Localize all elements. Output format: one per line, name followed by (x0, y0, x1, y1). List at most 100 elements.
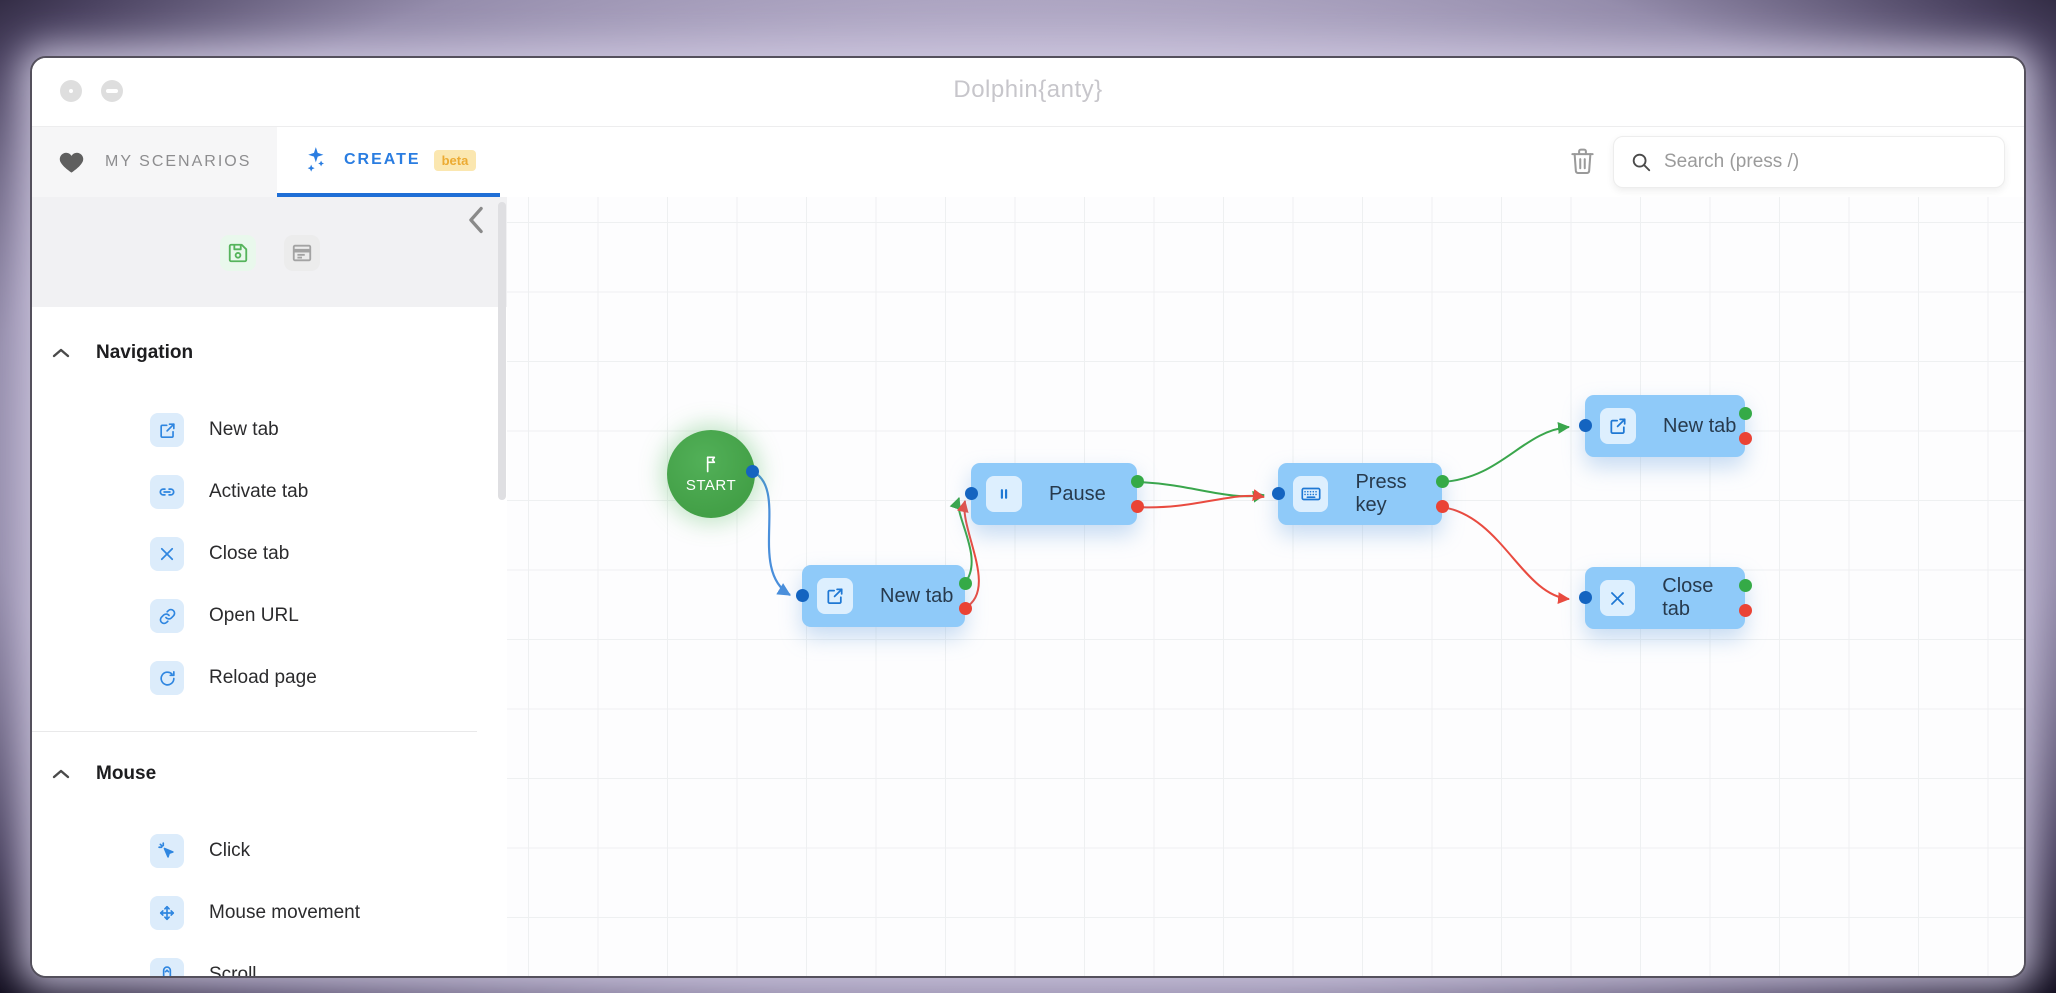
section-mouse-header[interactable]: Mouse (32, 752, 507, 796)
open-in-new-icon (1600, 408, 1636, 444)
port-start-output[interactable] (746, 465, 759, 478)
node-new-tab-2[interactable]: New tab (1579, 395, 1752, 457)
sidebar-item-label: Scroll (209, 964, 257, 976)
node-close-tab[interactable]: Close tab (1579, 567, 1752, 629)
tab-my-scenarios[interactable]: MY SCENARIOS (32, 127, 277, 197)
sidebar-item-activate-tab[interactable]: Activate tab (32, 461, 507, 523)
flow-edges (751, 421, 1570, 609)
section-navigation-header[interactable]: Navigation (32, 331, 507, 375)
port-output-success[interactable] (1436, 475, 1449, 488)
flag-icon (701, 454, 721, 474)
open-in-new-icon (817, 578, 853, 614)
edge-presskey-green-to-newtab2 (1441, 421, 1570, 483)
open-in-new-icon (150, 413, 184, 447)
sidebar-item-label: Mouse movement (209, 902, 361, 923)
sparkles-icon (303, 146, 331, 174)
panel-icon (291, 242, 313, 264)
close-icon (1600, 580, 1636, 616)
sidebar-item-mouse-movement[interactable]: Mouse movement (32, 882, 507, 944)
port-output-success[interactable] (1131, 475, 1144, 488)
node-press-key[interactable]: Press key (1272, 463, 1449, 525)
search-input[interactable] (1664, 151, 1988, 173)
section-divider (32, 731, 477, 732)
port-input[interactable] (1272, 487, 1285, 500)
node-label: Close tab (1662, 575, 1714, 620)
chevron-up-icon (52, 768, 70, 780)
main-area: Navigation New tab Activate tab (32, 197, 2024, 976)
cursor-click-icon (150, 834, 184, 868)
sidebar-item-label: Close tab (209, 543, 290, 564)
sidebar-item-new-tab[interactable]: New tab (32, 399, 507, 461)
panel-view-button[interactable] (283, 235, 320, 271)
tab-my-scenarios-label: MY SCENARIOS (105, 153, 252, 170)
sidebar-item-label: Click (209, 840, 251, 861)
mouse-scroll-icon (150, 958, 184, 976)
edge-presskey-red-to-closetab (1441, 506, 1570, 605)
app-title: Dolphin{anty} (953, 76, 1103, 103)
toolbar-right (1569, 127, 2024, 197)
port-input[interactable] (965, 487, 978, 500)
section-title: Navigation (96, 342, 194, 363)
sidebar-item-open-url[interactable]: Open URL (32, 585, 507, 647)
window-dot-button[interactable] (60, 80, 82, 102)
search-box (1613, 136, 2005, 188)
reload-icon (150, 661, 184, 695)
toolbar: MY SCENARIOS CREATE beta (32, 126, 2024, 197)
port-output-success[interactable] (959, 577, 972, 590)
heart-icon (58, 149, 85, 176)
keyboard-icon (1293, 476, 1329, 512)
port-output-success[interactable] (1739, 579, 1752, 592)
node-label: New tab (1663, 414, 1737, 437)
pause-icon (986, 476, 1022, 512)
node-pause[interactable]: Pause (965, 463, 1144, 525)
port-output-error[interactable] (1739, 604, 1752, 617)
port-input[interactable] (796, 589, 809, 602)
link-icon (150, 599, 184, 633)
sidebar-item-label: Reload page (209, 667, 317, 688)
section-mouse: Mouse Click Mouse movement (32, 752, 507, 976)
port-output-success[interactable] (1739, 407, 1752, 420)
sidebar-item-label: Open URL (209, 605, 299, 626)
action-sidebar: Navigation New tab Activate tab (32, 197, 507, 976)
section-navigation: Navigation New tab Activate tab (32, 307, 507, 732)
save-scenario-button[interactable] (219, 235, 256, 271)
window-minimize-button[interactable] (101, 80, 123, 102)
search-icon (1630, 151, 1652, 173)
sidebar-item-reload-page[interactable]: Reload page (32, 647, 507, 709)
sidebar-item-label: New tab (209, 419, 279, 440)
sidebar-scrollbar[interactable] (498, 202, 506, 500)
dot-glyph (69, 89, 73, 93)
port-input[interactable] (1579, 419, 1592, 432)
flow-canvas[interactable]: START New tab Pause (507, 197, 2024, 976)
sidebar-item-click[interactable]: Click (32, 820, 507, 882)
trash-icon[interactable] (1569, 147, 1596, 177)
move-arrows-icon (150, 896, 184, 930)
edge-start-to-newtab (751, 470, 791, 596)
port-output-error[interactable] (959, 602, 972, 615)
sidebar-item-scroll[interactable]: Scroll (32, 944, 507, 976)
port-output-error[interactable] (1436, 500, 1449, 513)
port-input[interactable] (1579, 591, 1592, 604)
node-label: Press key (1355, 471, 1407, 516)
tab-create[interactable]: CREATE beta (277, 127, 500, 197)
edge-pause-red-to-presskey (1136, 489, 1265, 509)
sidebar-header-panel (32, 197, 507, 307)
quick-actions (32, 235, 507, 271)
port-output-error[interactable] (1739, 432, 1752, 445)
collapse-sidebar-button[interactable] (459, 203, 493, 237)
app-window: Dolphin{anty} MY SCENARIOS CREATE beta (30, 56, 2026, 978)
save-icon (227, 242, 249, 264)
sidebar-item-label: Activate tab (209, 481, 309, 502)
link-horizontal-icon (150, 475, 184, 509)
port-output-error[interactable] (1131, 500, 1144, 513)
minus-glyph (106, 89, 118, 93)
sidebar-item-close-tab[interactable]: Close tab (32, 523, 507, 585)
section-title: Mouse (96, 763, 157, 784)
node-start-label: START (685, 477, 737, 494)
node-new-tab-1[interactable]: New tab (796, 565, 972, 627)
node-start[interactable]: START (667, 430, 759, 518)
titlebar: Dolphin{anty} (32, 58, 2024, 126)
beta-badge: beta (433, 149, 477, 171)
edge-pause-green-to-presskey (1136, 481, 1265, 503)
node-label: New tab (880, 584, 954, 607)
